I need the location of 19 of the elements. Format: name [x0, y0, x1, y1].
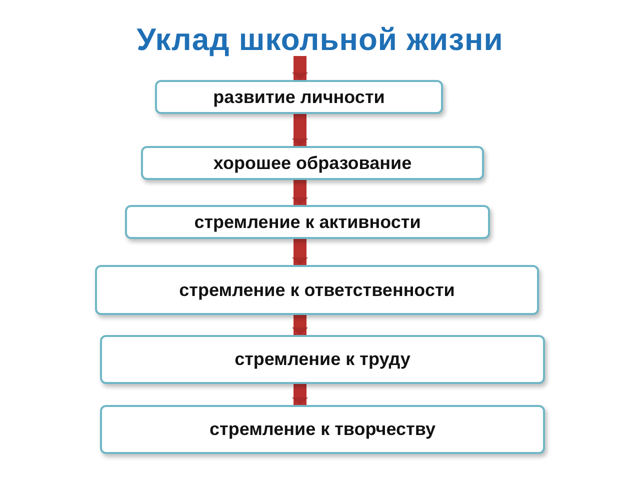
arrow: [292, 315, 308, 335]
process-box: [100, 335, 545, 384]
box-text: стремление к ответственности: [179, 280, 455, 300]
arrow: [292, 384, 308, 405]
process-box: [125, 205, 490, 239]
title: Уклад школьной жизни: [136, 22, 504, 58]
box-text: развитие личности: [213, 86, 385, 108]
box-text: стремление к творчеству: [210, 419, 436, 440]
arrow: [292, 180, 308, 205]
box-text: стремление к труду: [234, 349, 410, 370]
process-box: [95, 265, 539, 315]
arrow: [292, 239, 308, 265]
process-box: [155, 80, 443, 114]
box-text: стремление к активности: [194, 212, 421, 232]
process-box: [141, 146, 484, 180]
process-box: [100, 405, 545, 454]
box-text: хорошее образование: [213, 152, 412, 174]
arrow: [292, 56, 308, 80]
arrow: [292, 114, 308, 146]
